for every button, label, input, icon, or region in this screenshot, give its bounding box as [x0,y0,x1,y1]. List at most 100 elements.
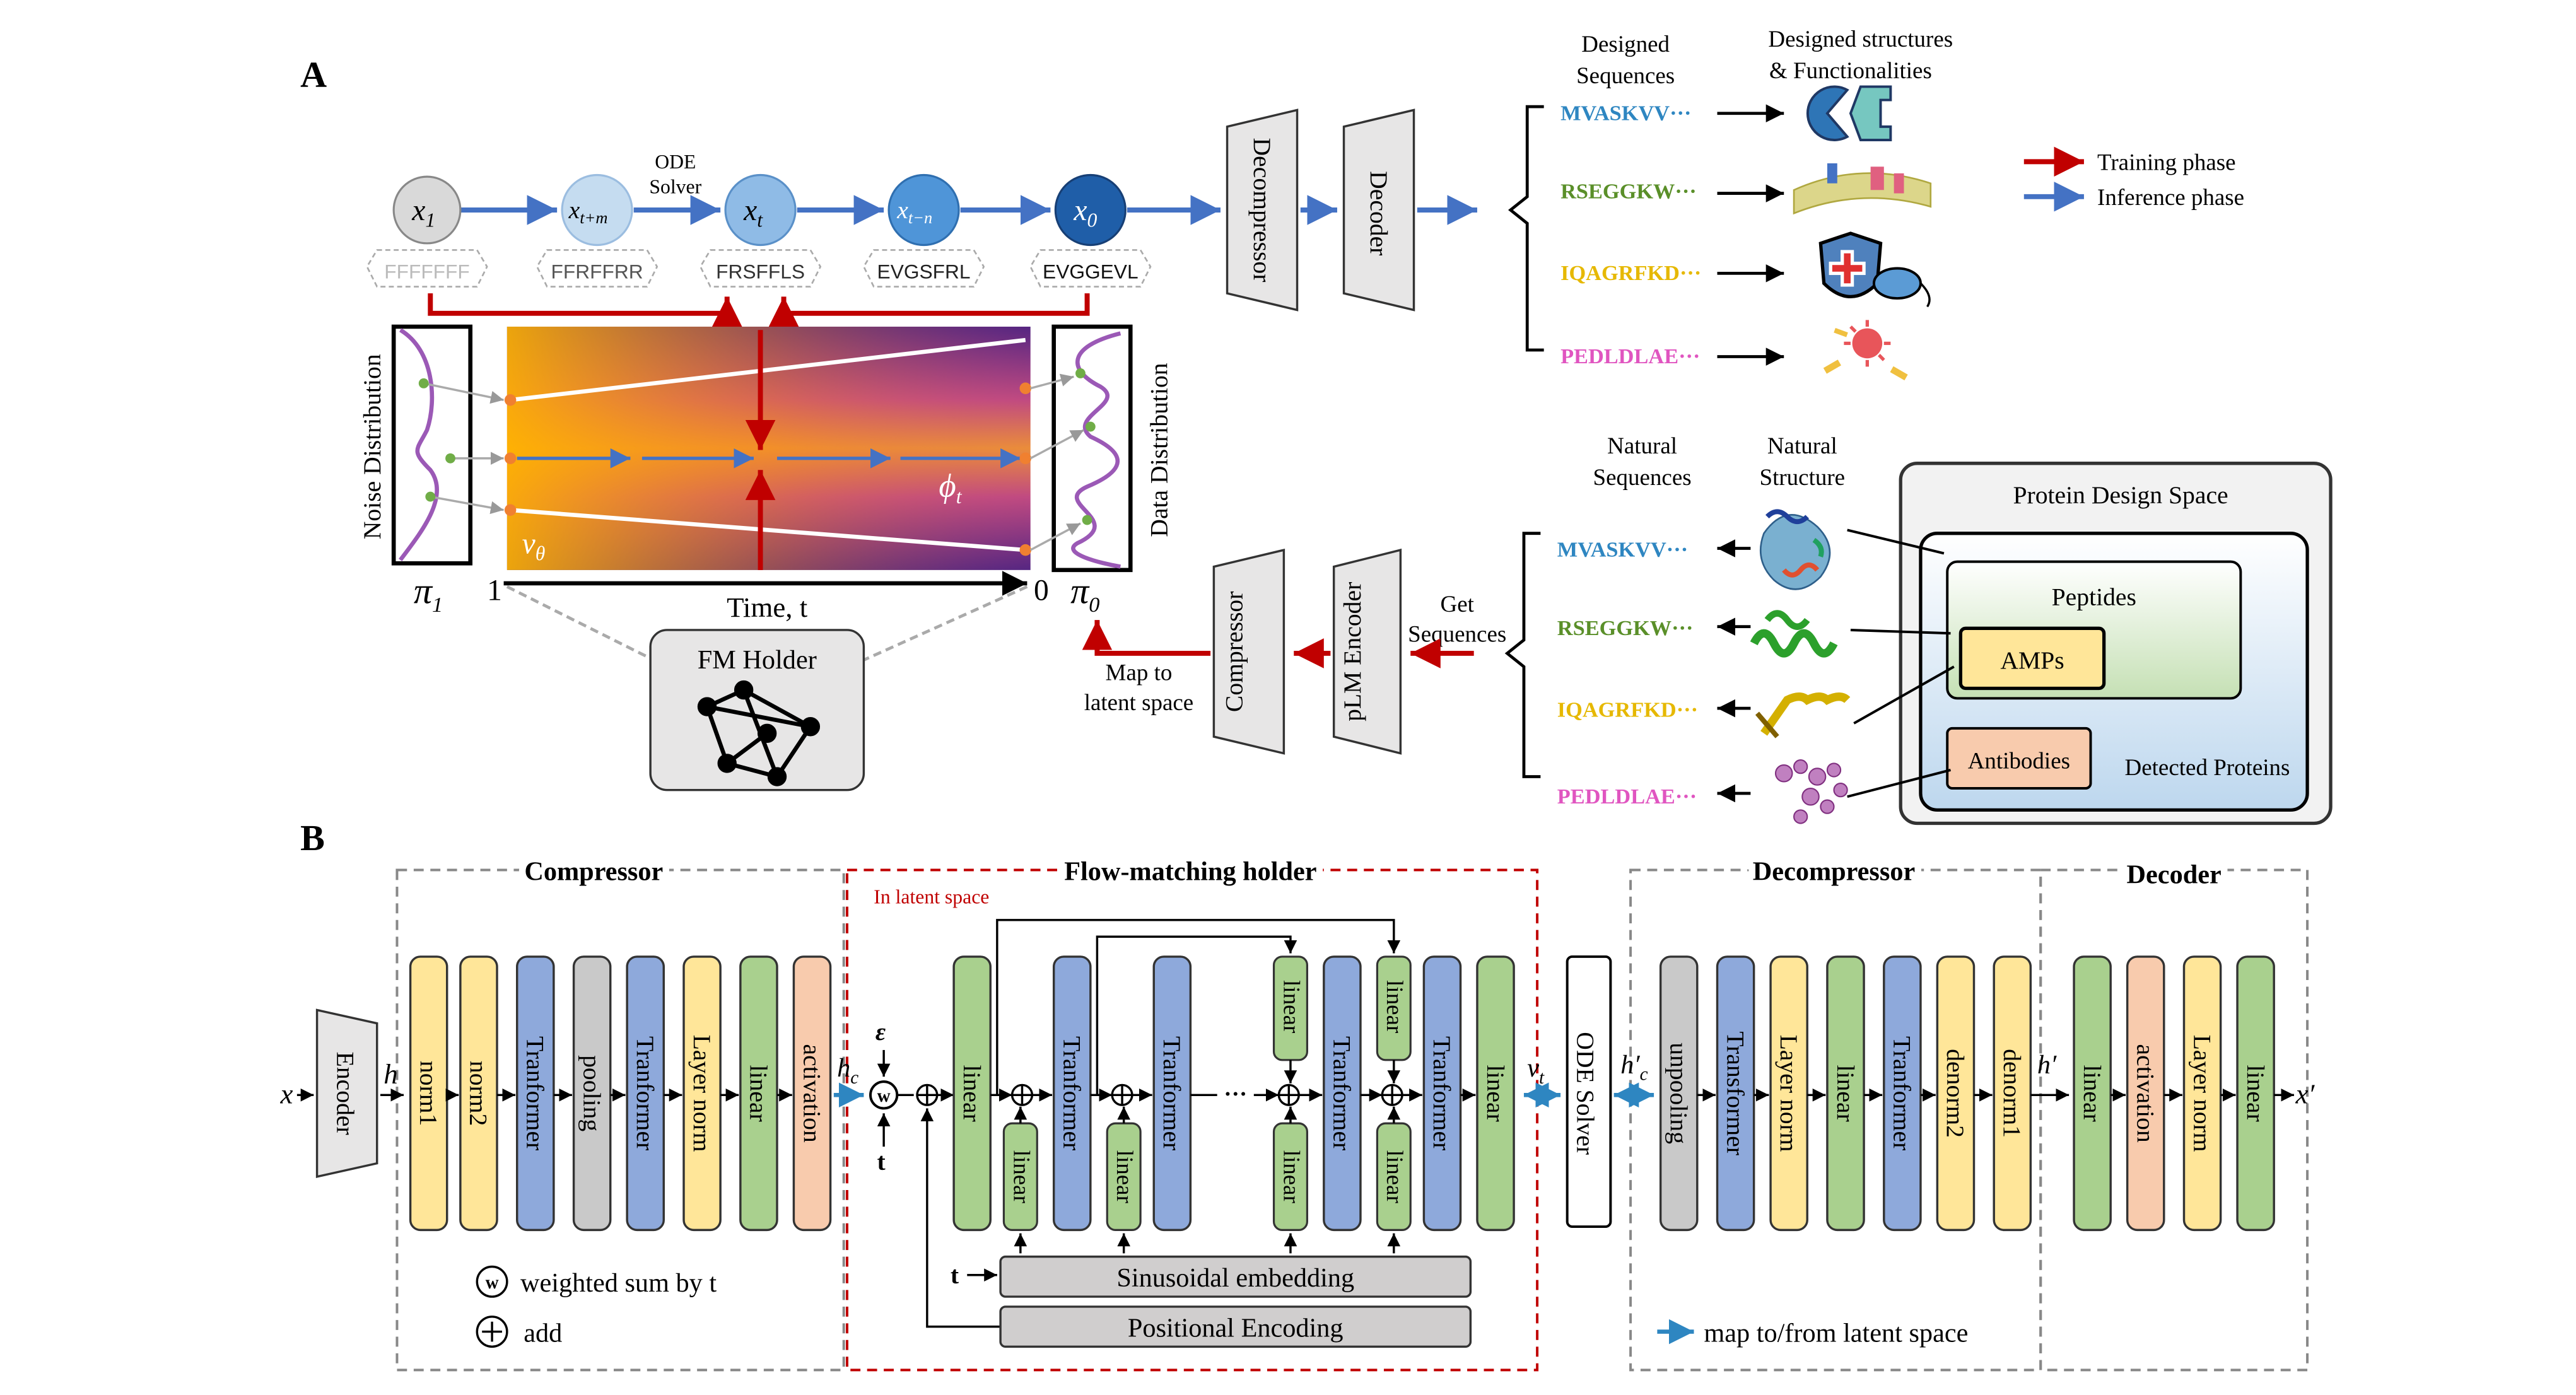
svg-text:linear: linear [745,1065,773,1122]
membrane-icon [1793,163,1932,215]
natural-structure-title2: Structure [1760,465,1846,491]
svg-text:denorm2: denorm2 [1941,1049,1969,1138]
legend-w-symbol: w [486,1273,499,1293]
flow-heatmap [504,326,1032,570]
t-label-w: t [877,1148,886,1176]
protein-design-space: Protein Design Space Peptides AMPs Antib… [1899,462,2333,826]
legend-map-label: map to/from latent space [1704,1318,1968,1348]
node-xtn: xt−n [887,173,960,247]
decoder-block-2: Layer norm [2182,955,2222,1232]
positional-label: Positional Encoding [1128,1314,1344,1343]
fm-block-2: Tranformer [1152,955,1192,1232]
plm-encoder-block: pLM Encoder [1332,548,1402,755]
decompressor-block-0: unpooling [1659,955,1699,1232]
protein-structure-4 [1774,759,1848,824]
svg-text:linear: linear [1111,1150,1137,1203]
compressor-block-7: activation [792,955,832,1232]
protein-structure-3 [1755,692,1851,738]
svg-text:pooling: pooling [578,1055,606,1131]
natural-sequences-title: Natural [1607,433,1677,459]
svg-text:activation: activation [2131,1044,2159,1143]
natural-seq-3: IQAGRFKD··· [1557,698,1698,721]
protein-structure-2 [1750,610,1838,658]
svg-text:linear: linear [2078,1065,2106,1122]
compressor-block-4: Tranformer [626,955,665,1232]
svg-text:Decompressor: Decompressor [1248,138,1276,283]
seq-x1: FFFFFFF [384,260,470,283]
svg-text:FM Holder: FM Holder [698,645,817,675]
decoder-frame [2039,868,2309,1372]
svg-text:Tranformer: Tranformer [1888,1036,1916,1150]
add-node [1111,1083,1133,1106]
x-prime-output: x′ [2295,1078,2315,1110]
add-node [1010,1083,1034,1106]
decompressor-block: Decompressor [1226,108,1299,312]
svg-text:Layer norm: Layer norm [2188,1035,2216,1152]
ellipsis: ··· [1224,1082,1247,1107]
svg-text:activation: activation [798,1044,826,1143]
data-dot [1082,515,1092,525]
natural-seq-4: PEDLDLAE··· [1557,785,1697,808]
svg-text:Inference phase: Inference phase [2097,185,2244,211]
designed-sequences-title2: Sequences [1576,63,1675,89]
compressor-block-3: pooling [572,955,612,1232]
svg-text:linear: linear [1482,1065,1509,1122]
ode-solver-block [1566,955,1612,1229]
svg-text:linear: linear [1832,1065,1859,1122]
phi-t-label: ϕt [939,468,962,508]
svg-text:Detected Proteins: Detected Proteins [2125,755,2290,781]
designed-bracket [1508,105,1544,352]
svg-text:linear: linear [1278,1150,1304,1203]
fm-block-0: linear [952,955,992,1232]
fm-small-linear-top-1: linear [1272,955,1308,1061]
decompressor-title: Decompressor [1753,856,1915,886]
legend-add-label: add [524,1318,562,1348]
binding-icon [1806,85,1892,141]
natural-seq-list: MVASKVV··· RSEGGKW··· IQAGRFKD··· PEDLDL… [1557,538,1698,808]
compressor-title: Compressor [524,856,663,886]
training-brackets [428,293,1090,327]
designed-seq-2: RSEGGKW··· [1560,179,1697,203]
get-sequences-label2: Sequences [1408,621,1506,647]
svg-text:x0: x0 [1073,194,1097,231]
time-end: 0 [1034,574,1049,607]
antimicrobial-icon [1818,231,1931,308]
positional-encoding [999,1305,1472,1348]
legend-w-label: weighted sum by t [520,1268,717,1298]
encoder-block: Encoder [315,1008,378,1178]
designed-structures-title2: & Functionalities [1769,58,1932,84]
fm-title: Flow-matching holder [1064,856,1316,886]
fm-small-linear-1: linear [1002,1122,1038,1231]
svg-text:Tranformer: Tranformer [522,1036,549,1150]
add-node [1381,1083,1403,1106]
noise-dot [445,453,455,464]
seq-xtn: EVGSFRL [877,260,971,283]
compressor-frame [395,868,845,1372]
ode-solver-label: ODE [655,151,696,173]
svg-text:Tranformer: Tranformer [631,1036,659,1150]
designed-arrows [1717,104,1784,366]
seq-xtm: FFRFFRR [551,260,643,283]
pi0-label: π0 [1070,571,1099,617]
map-latent-label2: latent space [1084,690,1194,716]
designed-seq-4: PEDLDLAE··· [1560,344,1700,368]
virus-icon [1823,320,1908,381]
fm-frame [846,868,1539,1372]
node-xtm: xt+m [561,173,633,247]
svg-text:denorm1: denorm1 [1998,1049,2026,1138]
natural-seq-2: RSEGGKW··· [1557,616,1694,640]
svg-text:xt+m: xt+m [568,196,608,227]
seq-x0: EVGGEVL [1043,260,1139,283]
panel-a-label: A [300,54,327,95]
natural-seq-1: MVASKVV··· [1557,538,1688,562]
compressor-block-1: norm2 [459,955,498,1232]
t-label-sin: t [951,1261,959,1289]
latent-note: In latent space [874,885,989,908]
decoder-block-1: activation [2126,955,2165,1232]
svg-text:Layer norm: Layer norm [688,1035,716,1152]
noise-dot [418,378,429,388]
noise-dist-box [391,324,473,566]
